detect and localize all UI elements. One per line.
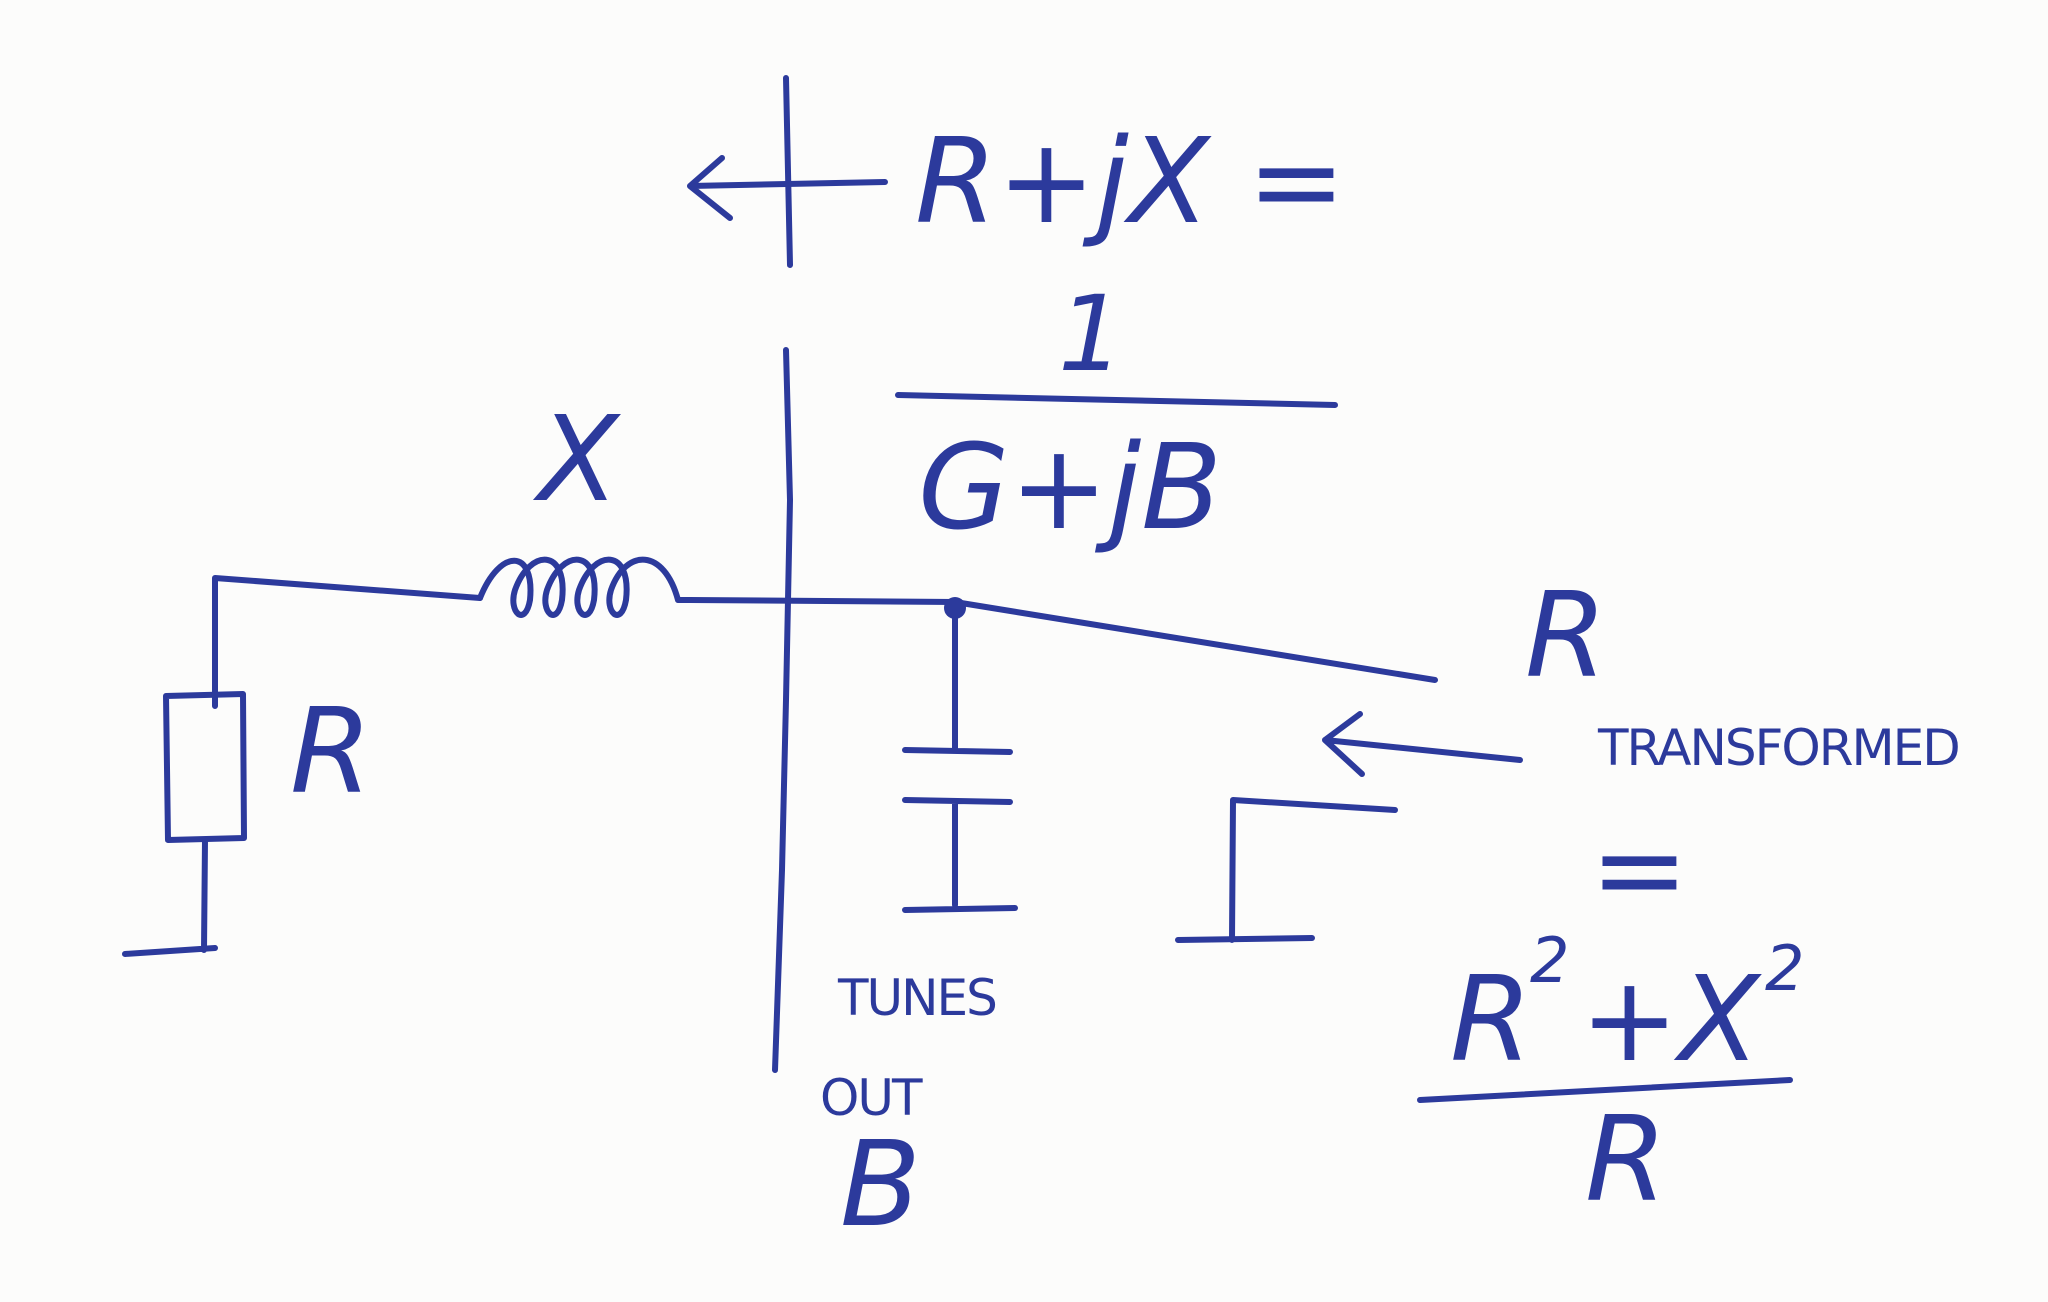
tunes-out-line2: OUT bbox=[820, 1069, 923, 1127]
admittance-label: G+jB bbox=[918, 418, 1222, 556]
formula-denominator: R bbox=[1585, 1090, 1667, 1228]
impedance-arrow bbox=[687, 155, 888, 221]
inductor-coil bbox=[477, 556, 693, 618]
fraction-bar-admittance bbox=[895, 392, 1338, 408]
port-ground-symbol bbox=[1175, 797, 1398, 943]
fraction-bar-formula bbox=[1417, 1077, 1793, 1103]
capacitor bbox=[902, 605, 1018, 913]
wire-right bbox=[687, 597, 1438, 683]
formula-plus-x: +X bbox=[1580, 950, 1762, 1088]
numerator-label: 1 bbox=[1058, 273, 1124, 395]
formula-r-squared: R bbox=[1450, 950, 1532, 1088]
resistor-box bbox=[163, 691, 247, 843]
rtransformed-arrow bbox=[1322, 711, 1523, 777]
wire-left bbox=[212, 575, 483, 709]
reference-plane-line bbox=[772, 75, 793, 1073]
formula-exp-1: 2 bbox=[1530, 924, 1569, 997]
tunes-out-line1: TUNES bbox=[837, 969, 996, 1027]
resistor-label: R bbox=[290, 682, 372, 820]
equals-sign: = bbox=[1590, 800, 1689, 938]
resistor-ground bbox=[122, 837, 218, 957]
r-transformed-sub: TRANSFORMED bbox=[1597, 719, 1959, 777]
inductor-label: X bbox=[532, 390, 621, 528]
formula-exp-2: 2 bbox=[1765, 932, 1804, 1005]
tunes-out-line3: B bbox=[840, 1115, 921, 1253]
impedance-label: R+jX = bbox=[915, 112, 1346, 250]
r-transformed-main: R bbox=[1525, 566, 1607, 704]
